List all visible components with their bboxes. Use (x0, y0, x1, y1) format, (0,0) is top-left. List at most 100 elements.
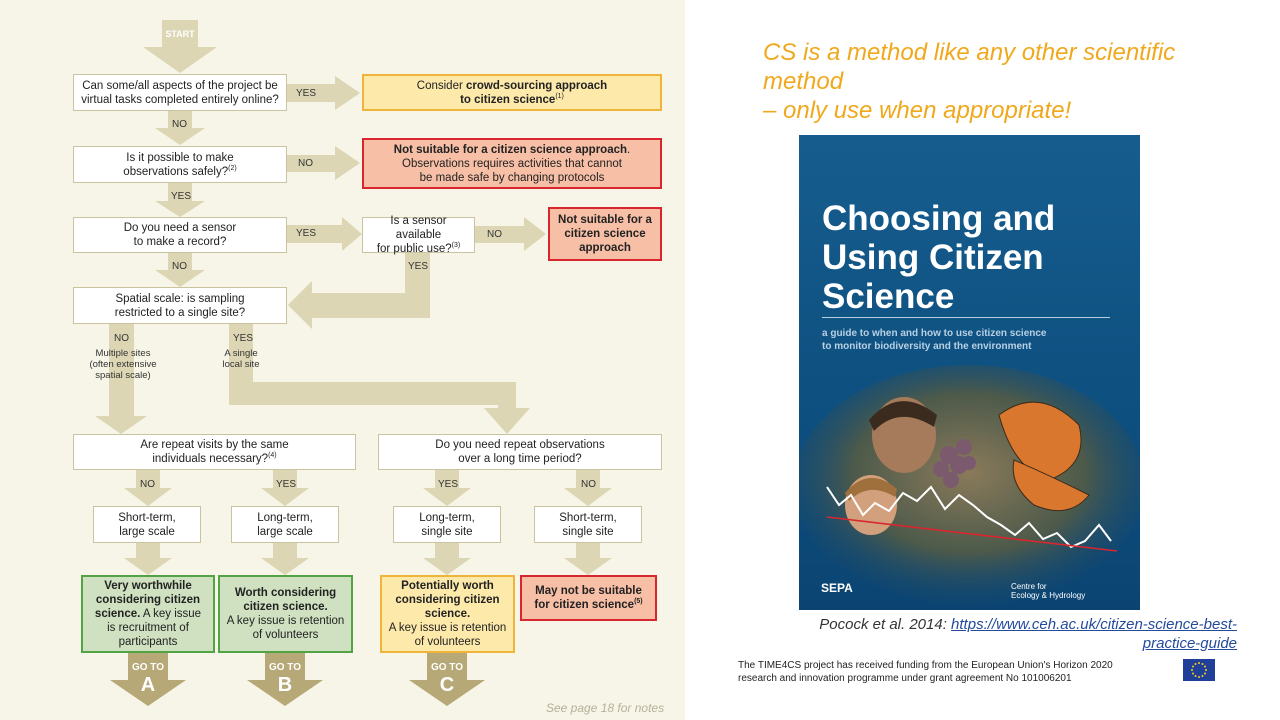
arrow-q5-no (124, 470, 172, 506)
goto-c-letter: C (439, 674, 455, 696)
headline: CS is a method like any other scientific… (763, 39, 1176, 124)
arrow-q1-no (155, 110, 205, 145)
arrow-to-outA (124, 543, 172, 575)
question-spatial-scale: Spatial scale: is sampling restricted to… (73, 287, 287, 324)
cover-title: Choosing and Using Citizen Science (822, 199, 1056, 316)
outcome-a-very-worthwhile: Very worthwhile considering citizen scie… (81, 575, 215, 653)
arrow-q5-yes (261, 470, 309, 506)
butterfly (998, 401, 1090, 512)
cover-subtitle: a guide to when and how to use citizen s… (822, 328, 1047, 352)
start-label: START (165, 29, 195, 39)
label-q3-yes: YES (296, 228, 317, 239)
label-q5-no: NO (140, 479, 155, 490)
short-term-large-scale: Short-term, large scale (93, 506, 201, 543)
single-site-label: A single local site (222, 348, 260, 370)
question-online-tasks: Can some/all aspects of the project be v… (73, 74, 287, 111)
arrow-q4-no (95, 323, 147, 434)
label-q4-yes: YES (233, 333, 254, 344)
unsafe-line3: be made safe by changing protocols (419, 171, 605, 184)
q6-line1: Do you need repeat observations (435, 439, 605, 451)
goto-a-label: GO TO (131, 662, 165, 673)
plant-flowers (933, 439, 976, 488)
long-term-single-site: Long-term, single site (393, 506, 501, 543)
outcome-d-not-suitable: May not be suitable for citizen science(… (520, 575, 657, 621)
label-q2-no: NO (298, 158, 313, 169)
arrow-q2-no (287, 146, 360, 180)
q2-line2: observations safely? (123, 165, 229, 178)
arrow-q3b-yes (288, 252, 430, 329)
unsafe-line2: Observations requires activities that ca… (402, 157, 622, 170)
q5-line1: Are repeat visits by the same (140, 439, 289, 451)
label-q5-yes: YES (276, 479, 297, 490)
label-q6-no: NO (581, 479, 596, 490)
book-cover: Choosing and Using Citizen Science a gui… (799, 135, 1140, 610)
crowd-line2: to citizen science (460, 93, 556, 106)
goto-a-letter: A (140, 674, 156, 696)
funding-statement: The TIME4CS project has received funding… (738, 660, 1113, 684)
arrow-q1-yes (287, 76, 360, 110)
nosensor-line2: citizen science (564, 228, 646, 240)
question-observe-safely: Is it possible to make observations safe… (73, 146, 287, 183)
q6-line2: over a long time period? (458, 453, 582, 465)
nosensor-line1: Not suitable for a (558, 214, 652, 226)
crowd-pre: Consider (416, 79, 466, 92)
outcome-crowd-sourcing: Consider crowd-sourcing approach to citi… (362, 74, 662, 111)
unsafe-bold: Not suitable for a citizen science appro… (393, 143, 628, 156)
outcome-not-safe: Not suitable for a citizen science appro… (362, 138, 662, 189)
flowchart-panel: START Can some/all aspects of the projec… (0, 0, 685, 720)
question-repeat-observations: Do you need repeat observations over a l… (378, 434, 662, 470)
eu-flag-icon (1183, 659, 1215, 681)
notes-reference: See page 18 for notes (546, 701, 665, 715)
arrow-q3b-no (475, 217, 546, 251)
arrow-q6-yes (423, 470, 471, 506)
crowd-note: (1) (555, 92, 564, 100)
q2-line1: Is it possible to make (126, 151, 234, 164)
citation-link-line2[interactable]: practice-guide (1142, 635, 1237, 652)
outcome-no-sensor: Not suitable for a citizen science appro… (548, 207, 662, 261)
arrow-to-outB (261, 543, 309, 575)
ceh-logo: Centre for Ecology & Hydrology (1011, 582, 1086, 600)
citation-text: Pocock et al. 2014: (819, 616, 952, 633)
arrow-q4-yes (229, 323, 530, 434)
goto-c-label: GO TO (430, 662, 464, 673)
q2-note: (2) (228, 164, 237, 172)
q1-line2: virtual tasks completed entirely online? (81, 93, 279, 106)
arrow-q2-yes (155, 182, 205, 217)
sepa-logo: SEPA (821, 581, 853, 595)
q3b-line1: Is a sensor available (390, 215, 447, 241)
label-q1-yes: YES (296, 88, 317, 99)
regression-line (826, 516, 1118, 552)
nosensor-line3: approach (579, 242, 631, 254)
multiple-sites-label: Multiple sites (often extensive spatial … (89, 348, 157, 381)
crowd-bold: crowd-sourcing approach (466, 79, 608, 92)
goto-b-label: GO TO (268, 662, 302, 673)
cover-photo (799, 365, 1140, 605)
q3-line2: to make a record? (133, 236, 227, 248)
outcome-c-potentially-worth: Potentially worth considering citizen sc… (380, 575, 515, 653)
goto-c-arrow (409, 653, 485, 706)
question-need-sensor: Do you need a sensor to make a record? (73, 217, 287, 253)
label-q3-no: NO (172, 261, 187, 272)
question-sensor-available: Is a sensor available for public use?(3) (362, 215, 475, 255)
outcome-b-worth-considering: Worth considering citizen science. A key… (218, 575, 353, 653)
citation: Pocock et al. 2014: https://www.ceh.ac.u… (740, 615, 1237, 653)
arrow-q6-no (564, 470, 612, 506)
question-repeat-visits: Are repeat visits by the same individual… (73, 434, 356, 470)
q5-line2: individuals necessary? (152, 453, 269, 465)
q3-line1: Do you need a sensor (123, 222, 237, 234)
goto-b-letter: B (277, 674, 293, 696)
flowchart-arrows (95, 20, 612, 706)
long-term-large-scale: Long-term, large scale (231, 506, 339, 543)
label-q6-yes: YES (438, 479, 459, 490)
goto-b-arrow (247, 653, 323, 706)
goto-a-arrow (110, 653, 186, 706)
citation-link[interactable]: https://www.ceh.ac.uk/citizen-science-be… (951, 616, 1237, 633)
unsafe-tail: . (627, 143, 631, 156)
q1-line1: Can some/all aspects of the project be (82, 79, 278, 92)
arrow-to-outC (423, 543, 471, 575)
q3b-note: (3) (451, 242, 461, 250)
q5-note: (4) (268, 452, 277, 460)
arrow-q3-yes (287, 217, 362, 251)
q3b-line2: for public use? (376, 243, 452, 255)
label-q3b-yes: YES (408, 261, 429, 272)
